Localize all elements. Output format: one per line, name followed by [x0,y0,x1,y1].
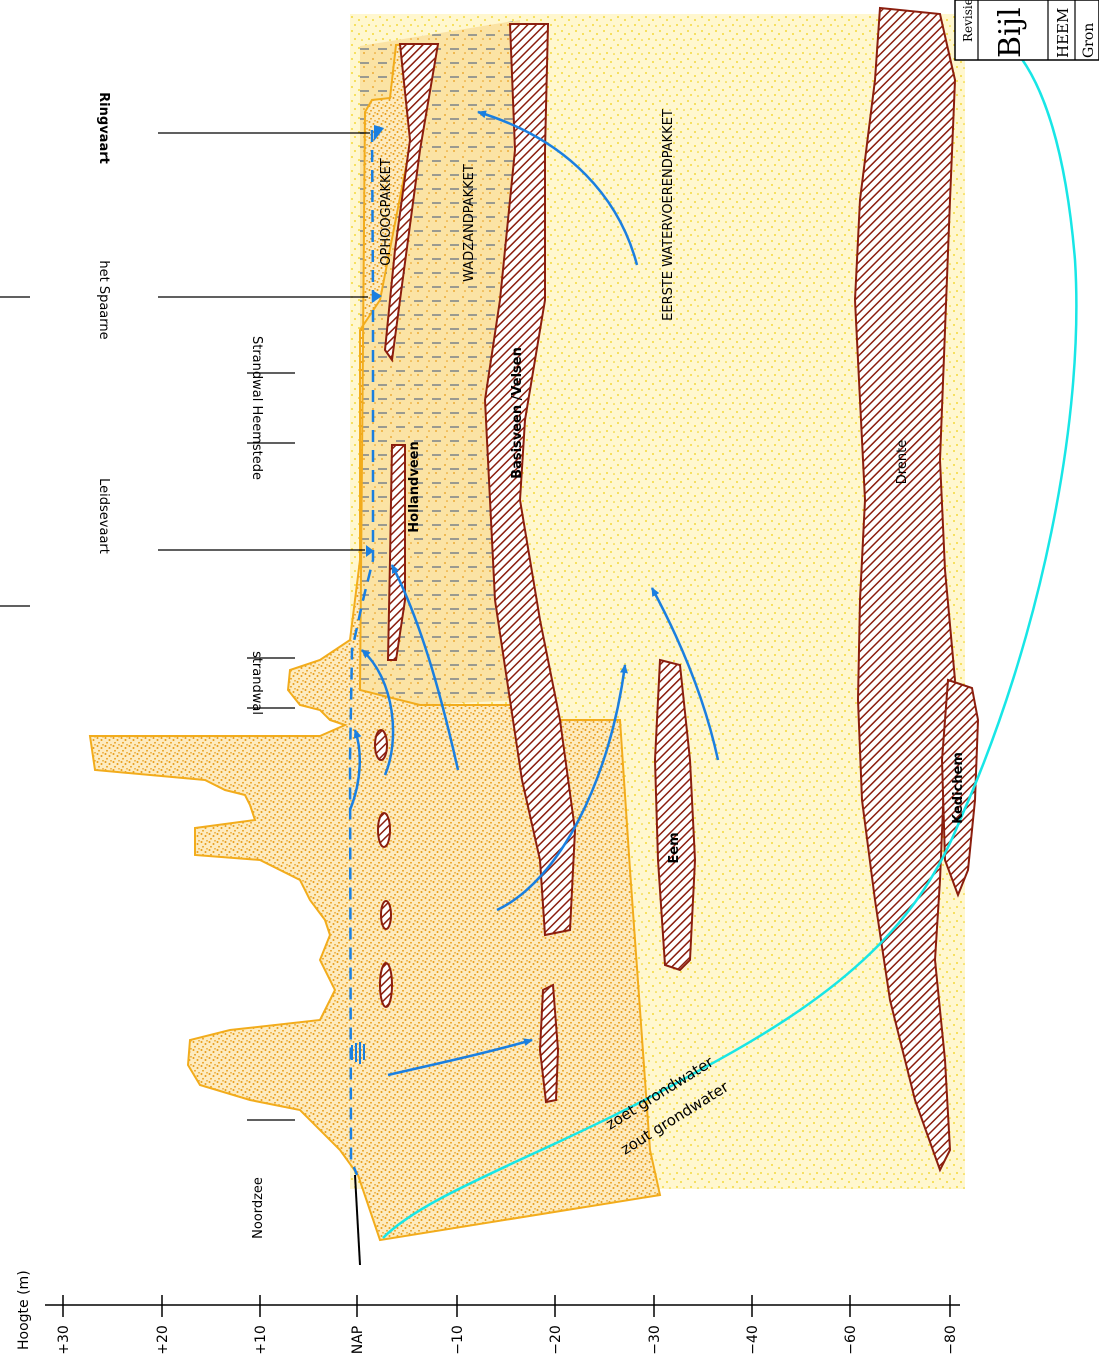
peat-lens [380,963,392,1007]
label-ophoogpakket: OPHOOGPAKKET [379,158,394,266]
label-spaarne: het Spaarne [96,260,111,339]
title-block: Revisie Bijl HEEM Gron [955,0,1099,60]
label-kedichem: Kedichem [951,752,966,824]
label-ringvaart: Ringvaart [96,92,111,164]
axis-tick: −60 [843,1325,859,1355]
axis-tick: −80 [943,1325,959,1355]
label-strandwal-heemstede: Strandwal Heemstede [249,336,264,480]
label-hollandveen: Hollandveen [407,441,422,532]
axis-tick: +20 [155,1325,171,1355]
axis-tick: +30 [56,1325,72,1355]
axis-tick: −10 [450,1325,466,1355]
axis-tick: NAP [350,1326,366,1355]
titleblock-revision: Revisie [961,0,975,42]
titleblock-bijlage: Bijl [993,7,1028,58]
height-axis [45,1295,960,1317]
label-drente: Drente [895,440,910,484]
location-markers [0,133,370,1120]
peat-lens [375,730,387,760]
axis-tick: −30 [647,1325,663,1355]
axis-tick: −20 [548,1325,564,1355]
peat-lens [378,813,390,847]
titleblock-grond: Gron [1081,23,1097,58]
axis-tick: −40 [745,1325,761,1355]
label-leidsevaart: Leidsevaart [96,478,111,554]
label-strandwal: strandwal [249,651,264,715]
label-noordzee: Noordzee [251,1177,266,1239]
titleblock-heem: HEEM [1054,8,1072,58]
axis-title: Hoogte (m) [16,1270,32,1350]
label-wadzandpakket: WADZANDPAKKET [462,164,477,282]
label-eem: Eem [667,832,682,863]
label-basisveen: Basisveen /Velsen [510,347,525,479]
axis-tick: +10 [253,1325,269,1355]
peat-lens [381,901,391,929]
label-eerste-watervoerend: EERSTE WATERVOERENDPAKKET [661,109,676,321]
